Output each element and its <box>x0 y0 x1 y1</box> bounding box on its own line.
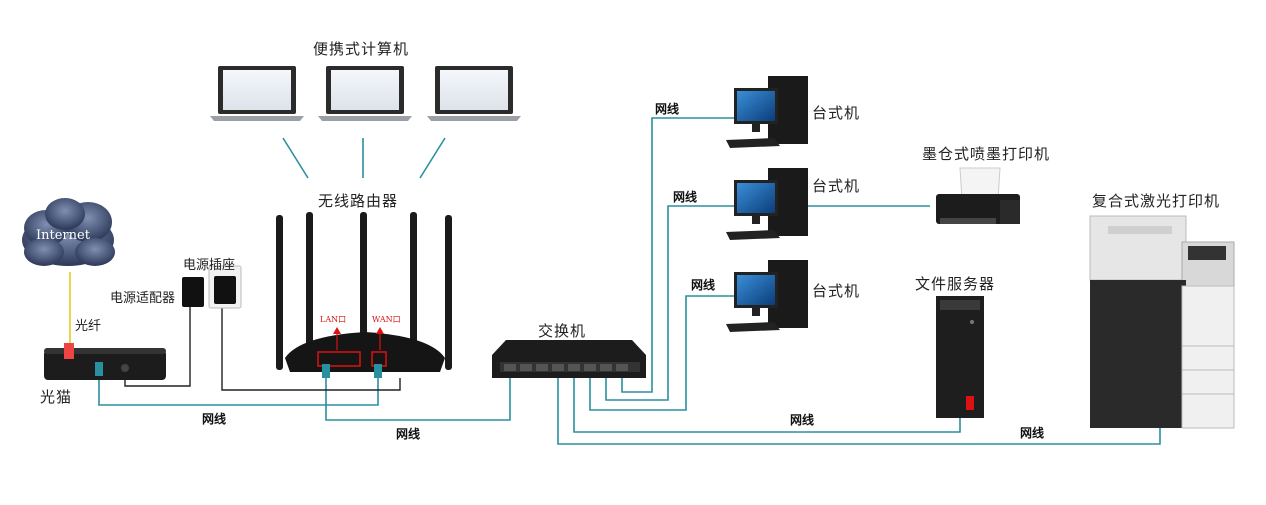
fiber-label: 光纤 <box>75 319 102 334</box>
wan-port-label: WAN口 <box>372 315 401 324</box>
laser-printer-label: 复合式激光打印机 <box>1092 192 1221 210</box>
power-outlet <box>208 265 242 309</box>
inkjet-printer-label: 墨仓式喷墨打印机 <box>922 145 1051 163</box>
desktop-1 <box>726 76 808 148</box>
cables <box>98 117 1161 445</box>
desktop-3 <box>726 260 808 332</box>
cable-modem-router <box>98 375 379 406</box>
cable-label-desktop3: 网线 <box>691 278 716 292</box>
power-outlet-label: 电源插座 <box>183 258 236 273</box>
power-adapter-label: 电源适配器 <box>110 291 176 306</box>
cable-server <box>573 378 961 433</box>
cable-label-modem-router: 网线 <box>202 412 227 426</box>
lan-plug <box>322 364 330 378</box>
power-adapter <box>182 277 204 307</box>
cable-router-switch <box>325 378 511 421</box>
lan-ports-highlight <box>317 351 361 367</box>
laptops-label: 便携式计算机 <box>313 40 410 58</box>
power-cable-router <box>221 305 401 391</box>
router-label: 无线路由器 <box>318 192 399 210</box>
cable-label-desktop2: 网线 <box>673 190 698 204</box>
desktop3-label: 台式机 <box>812 282 861 300</box>
cable-printer <box>557 378 1161 445</box>
laptop-2 <box>318 66 412 121</box>
internet-label: Internet <box>36 228 90 243</box>
wireless-router <box>276 212 452 378</box>
inkjet-printer <box>936 167 1020 224</box>
laptop-1 <box>210 66 304 121</box>
laptop-3 <box>427 66 521 121</box>
file-server <box>936 296 984 418</box>
fiber-connector <box>64 343 74 359</box>
desktop-2 <box>726 168 808 240</box>
cable-label-printer: 网线 <box>1020 426 1045 440</box>
cable-desktop2 <box>605 205 740 401</box>
optical-modem <box>44 343 166 380</box>
lan-port-label: LAN口 <box>320 315 347 324</box>
network-switch <box>492 340 646 378</box>
switch-label: 交换机 <box>538 322 587 340</box>
cable-label-desktop1: 网线 <box>655 102 680 116</box>
modem-label: 光猫 <box>40 388 73 406</box>
wifi-link-3 <box>419 137 446 179</box>
file-server-label: 文件服务器 <box>915 275 996 293</box>
wan-plug <box>374 364 382 378</box>
cable-desktop1 <box>621 117 740 393</box>
desktop1-label: 台式机 <box>812 104 861 122</box>
laser-printer <box>1089 215 1235 429</box>
cable-desktop3 <box>589 295 740 411</box>
internet-cloud-icon <box>22 198 115 266</box>
cable-label-server: 网线 <box>790 413 815 427</box>
wifi-link-1 <box>282 137 309 179</box>
desktop2-label: 台式机 <box>812 177 861 195</box>
cable-label-router-switch: 网线 <box>396 427 421 441</box>
